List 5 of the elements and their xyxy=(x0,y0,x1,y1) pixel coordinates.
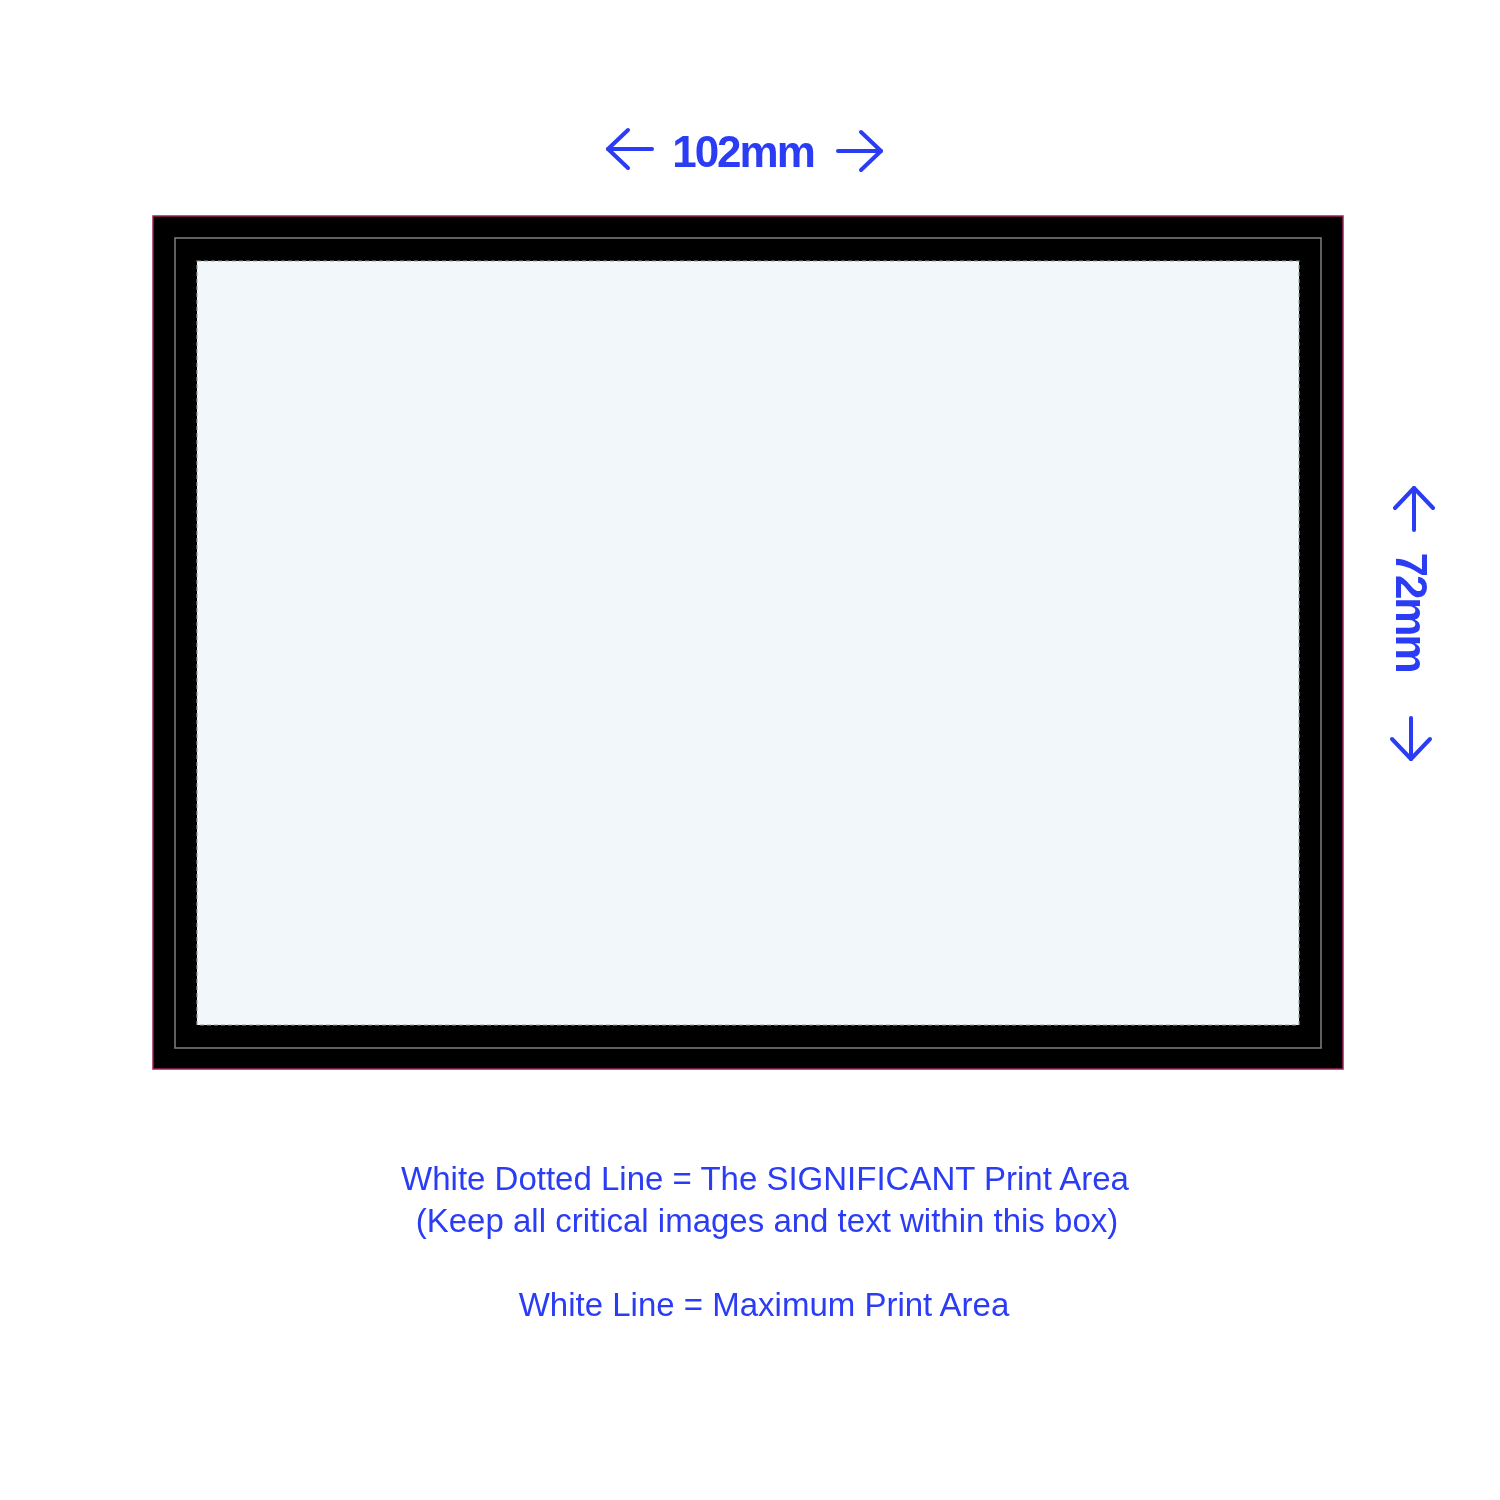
dimension-label: 102mm xyxy=(672,130,814,174)
note-text: (Keep all critical images and text within this box) xyxy=(415,1203,1119,1237)
note-text: White Dotted Line = The SIGNIFICANT Print Area xyxy=(401,1161,1129,1195)
dimension-label: 72mm xyxy=(1389,552,1433,672)
note-text: White Line = Maximum Print Area xyxy=(518,1287,1010,1321)
